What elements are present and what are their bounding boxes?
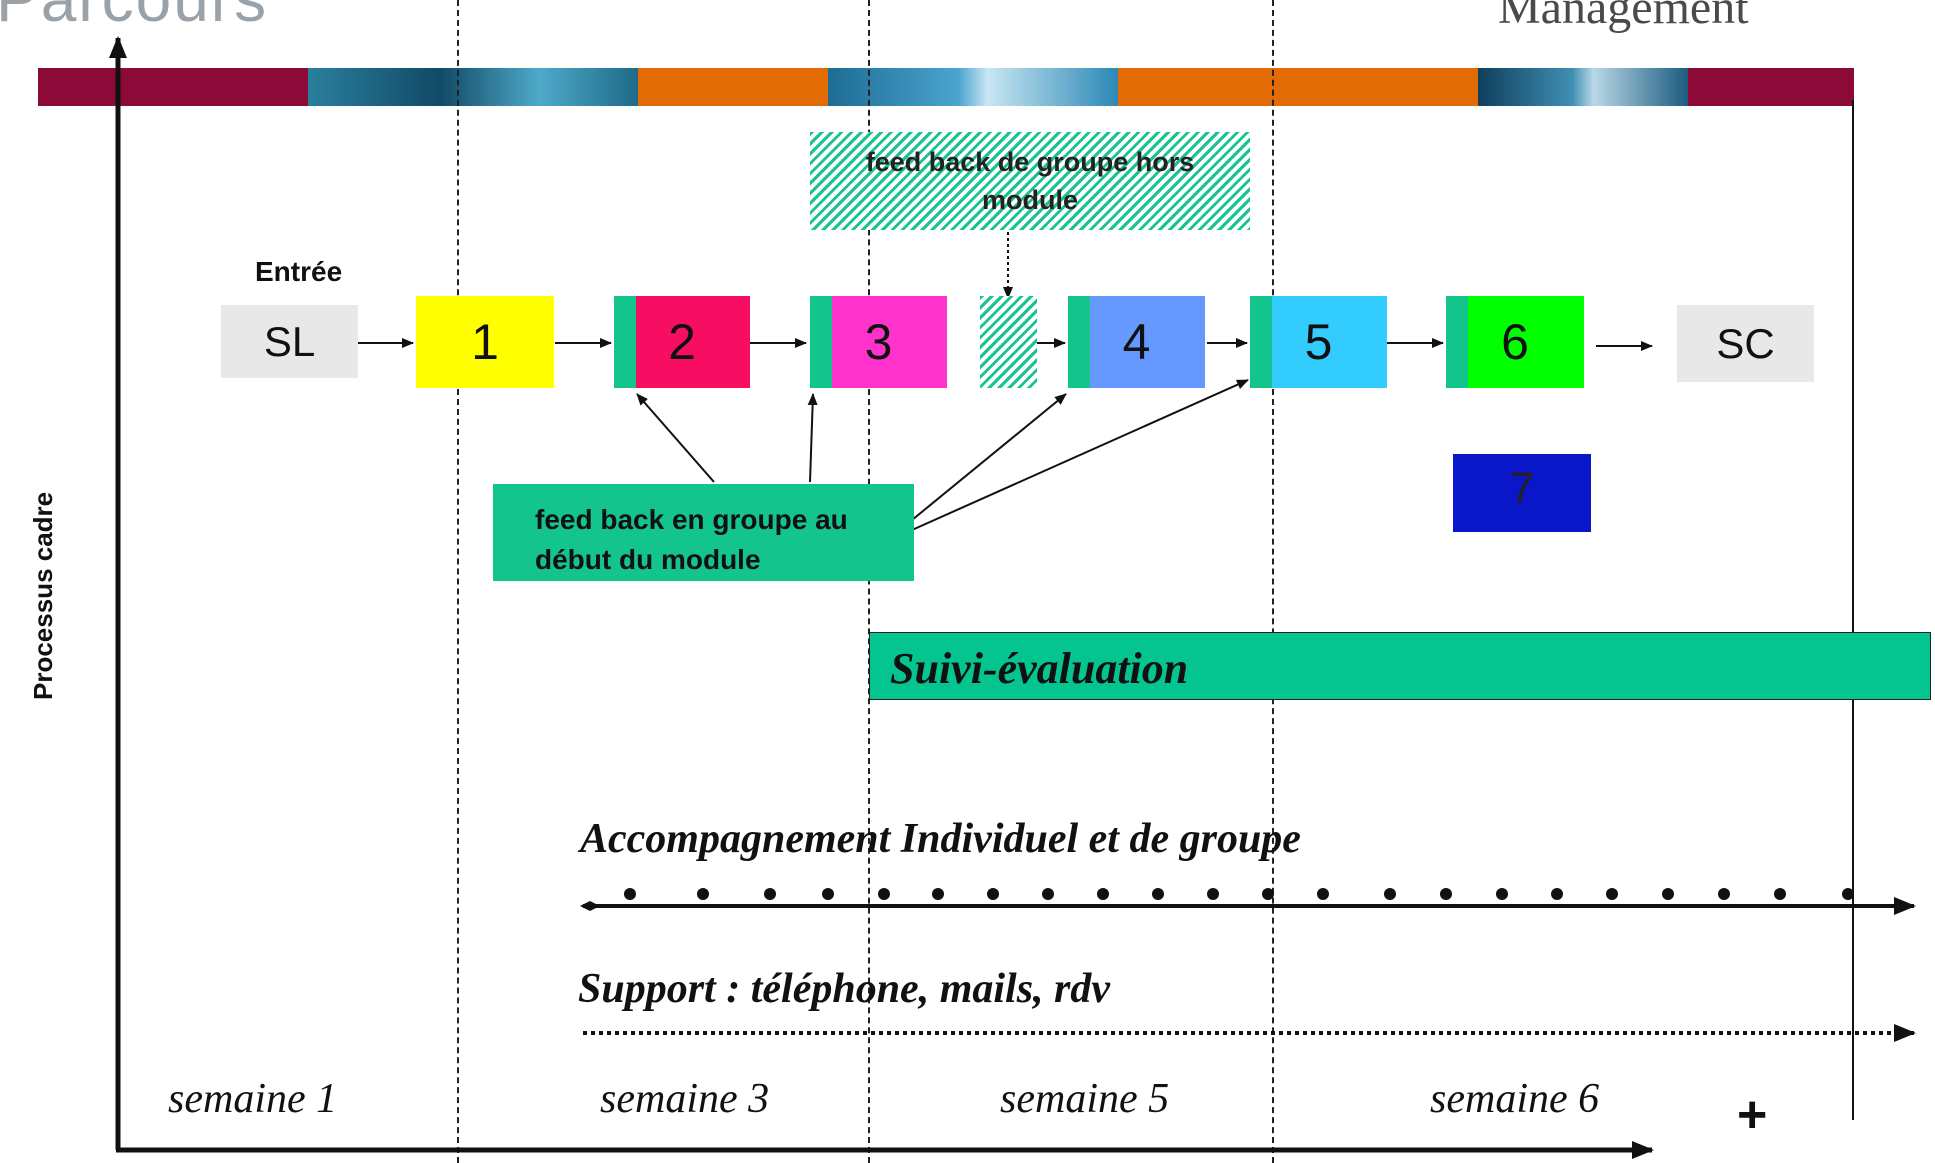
step-2: 2 <box>614 296 750 388</box>
accompagnement-dot <box>624 888 636 900</box>
accompagnement-dot <box>932 888 944 900</box>
feedback-stripe <box>1250 296 1272 388</box>
week-label: semaine 1 <box>168 1076 338 1122</box>
step-label: 4 <box>1122 314 1151 370</box>
accompagnement-dot <box>1606 888 1618 900</box>
feedback-stripe <box>1068 296 1090 388</box>
accompagnement-dot <box>1317 888 1329 900</box>
band-segment <box>1688 68 1854 106</box>
accompagnement-dot <box>697 888 709 900</box>
support-label: Support : téléphone, mails, rdv <box>578 966 1111 1012</box>
header-title: Parcours <box>0 0 268 36</box>
feedback-debut-box: feed back en groupe au début du module <box>493 484 914 581</box>
feedback-stripe <box>1446 296 1468 388</box>
step-7: 7 <box>1453 454 1591 532</box>
feedback-debut-text: feed back en groupe au début du module <box>535 504 848 575</box>
band-segment <box>38 68 308 106</box>
week-separator <box>868 0 870 1163</box>
step-label: 3 <box>864 314 893 370</box>
band-segment <box>828 68 1118 106</box>
accompagnement-dot <box>1262 888 1274 900</box>
accompagnement-dot <box>1842 888 1854 900</box>
accompagnement-label: Accompagnement Individuel et de groupe <box>580 816 1301 862</box>
step-sc: SC <box>1677 305 1814 382</box>
suivi-evaluation-label: Suivi-évaluation <box>890 644 1189 693</box>
step-label: SC <box>1716 319 1775 367</box>
feedback-arrow <box>911 379 1249 531</box>
accompagnement-dots <box>624 888 1854 900</box>
accompagnement-dot <box>764 888 776 900</box>
step-label: 6 <box>1501 314 1529 370</box>
band-segment <box>1118 68 1478 106</box>
accompagnement-dot <box>1662 888 1674 900</box>
plus-sign: + <box>1737 1086 1768 1144</box>
week-separator <box>1272 0 1274 1163</box>
feedback-arrow <box>911 393 1067 521</box>
band-segment <box>1478 68 1688 106</box>
accompagnement-dot <box>1496 888 1508 900</box>
accompagnement-dot <box>1774 888 1786 900</box>
feedback-arrow <box>636 393 715 483</box>
band-segment <box>638 68 828 106</box>
week-label: semaine 3 <box>600 1076 770 1122</box>
decorative-color-band <box>38 68 1854 106</box>
step-label: SL <box>263 317 316 365</box>
accompagnement-line-start <box>580 901 600 911</box>
accompagnement-dot <box>1440 888 1452 900</box>
step-1: 1 <box>416 296 554 388</box>
header-brand: Management <box>1498 0 1749 34</box>
accompagnement-dot <box>1384 888 1396 900</box>
accompagnement-dot <box>1042 888 1054 900</box>
accompagnement-dot <box>878 888 890 900</box>
feedback-arrow <box>807 393 818 483</box>
step-label: 5 <box>1304 314 1333 370</box>
step-5: 5 <box>1250 296 1387 388</box>
entry-label: Entrée <box>255 256 343 287</box>
accompagnement-dot <box>1097 888 1109 900</box>
feedback-stripe <box>810 296 832 388</box>
step-label: 1 <box>471 314 499 370</box>
accompagnement-dot <box>987 888 999 900</box>
feedback-hors-module-text: feed back de groupe hors module <box>865 147 1195 215</box>
feedback-hors-module-note: feed back de groupe hors module <box>810 132 1250 230</box>
suivi-evaluation-bar: Suivi-évaluation <box>869 632 1931 700</box>
feedback-stripe <box>614 296 636 388</box>
step-sl: SL <box>221 305 358 378</box>
accompagnement-dot <box>1551 888 1563 900</box>
y-axis-label: Processus cadre <box>28 491 58 700</box>
accompagnement-dot <box>1152 888 1164 900</box>
step-label: 7 <box>1509 464 1535 513</box>
band-segment <box>308 68 638 106</box>
week-label: semaine 5 <box>1000 1076 1170 1122</box>
accompagnement-dot <box>1718 888 1730 900</box>
step-label: 2 <box>668 314 696 370</box>
week-separator <box>457 0 459 1163</box>
step-4: 4 <box>1068 296 1205 388</box>
week-label: semaine 6 <box>1430 1076 1600 1122</box>
step-6: 6 <box>1446 296 1584 388</box>
end-line <box>1852 100 1854 1120</box>
step-3: 3 <box>810 296 947 388</box>
accompagnement-dot <box>822 888 834 900</box>
hatched-step <box>980 296 1037 388</box>
accompagnement-dot <box>1207 888 1219 900</box>
